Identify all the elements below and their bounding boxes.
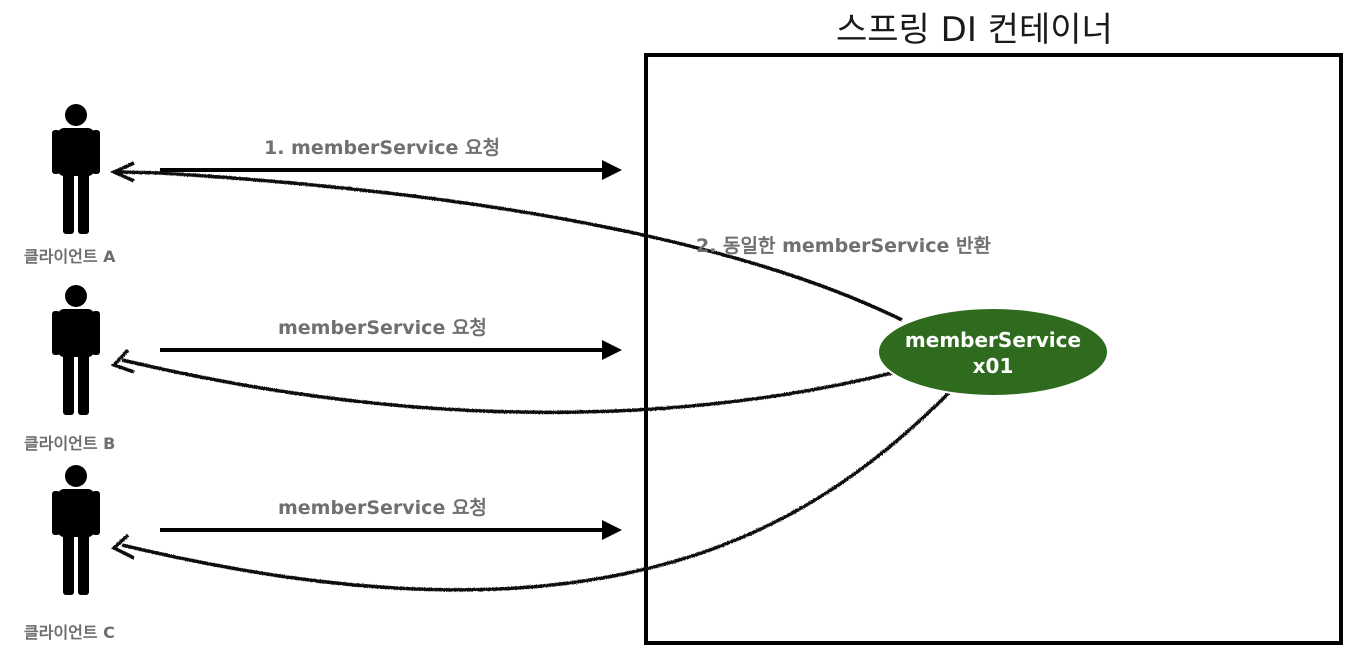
return-curve-c — [110, 390, 952, 592]
client-label-a: 클라이언트 A — [24, 247, 116, 266]
request-arrow-c — [160, 520, 622, 540]
client-label-b: 클라이언트 B — [24, 434, 116, 453]
bean-id: x01 — [972, 354, 1014, 378]
bean-name: memberService — [904, 328, 1082, 352]
container-title: 스프링 DI 컨테이너 — [836, 10, 1113, 50]
client-label-c: 클라이언트 C — [24, 623, 115, 642]
request-label-b: memberService 요청 — [278, 317, 487, 339]
response-label: 2. 동일한 memberService 반환 — [696, 235, 992, 257]
request-arrow-a — [160, 160, 622, 180]
container-box — [644, 53, 1343, 645]
return-curve-a — [109, 161, 903, 322]
person-icon-c — [52, 465, 100, 595]
bean-ellipse — [877, 307, 1109, 397]
person-icon-a — [52, 104, 100, 234]
request-label-c: memberService 요청 — [278, 497, 487, 519]
person-icon-b — [52, 285, 100, 415]
request-arrow-b — [160, 340, 622, 360]
bean-label: memberService x01 — [878, 327, 1108, 379]
request-label-a: 1. memberService 요청 — [264, 137, 500, 159]
return-curve-b — [110, 348, 893, 415]
